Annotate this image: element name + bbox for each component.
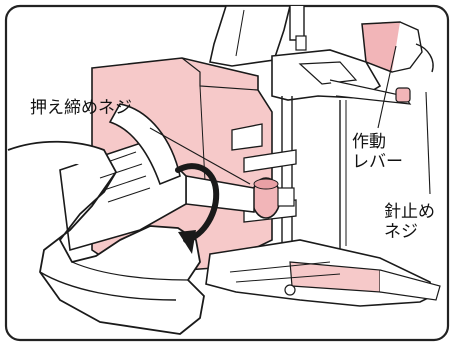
finger-crease <box>39 271 177 301</box>
needle-bar <box>289 6 305 41</box>
clamp-mid <box>243 149 297 173</box>
foot-pin <box>284 284 296 296</box>
lever-side <box>391 21 423 73</box>
label-needle-screw-line2: ネジ <box>384 222 418 242</box>
label-lever-line2: レバー <box>352 152 403 172</box>
thumb <box>108 103 181 186</box>
label-lever-line1: 作動 <box>352 132 386 152</box>
lever-curve <box>415 43 434 73</box>
screw-top-face <box>253 178 279 190</box>
leader-operating-lever <box>377 45 397 129</box>
clamp-top <box>231 123 263 151</box>
label-tightening-screw: 押え締めネジ <box>30 98 132 118</box>
foot-toe <box>379 269 441 301</box>
leader-tightening-screw <box>149 127 251 185</box>
foot-lines <box>229 261 341 283</box>
needle-clamp-screw-head <box>395 87 411 103</box>
handle-grip-lines <box>95 151 151 203</box>
rotation-arrow <box>175 163 220 243</box>
leader-needle-screw <box>425 91 431 195</box>
rotation-arrow-head <box>178 230 196 254</box>
label-needle-screw-line1: 針止め <box>384 202 435 222</box>
upper-arm <box>209 5 292 67</box>
finger-crease-2 <box>71 261 189 281</box>
holder-plate <box>298 61 358 85</box>
screw-shaft <box>277 187 295 207</box>
needle-clamp <box>295 35 307 51</box>
hand <box>7 140 205 335</box>
body-edge <box>181 57 259 91</box>
arm-line <box>235 9 245 57</box>
